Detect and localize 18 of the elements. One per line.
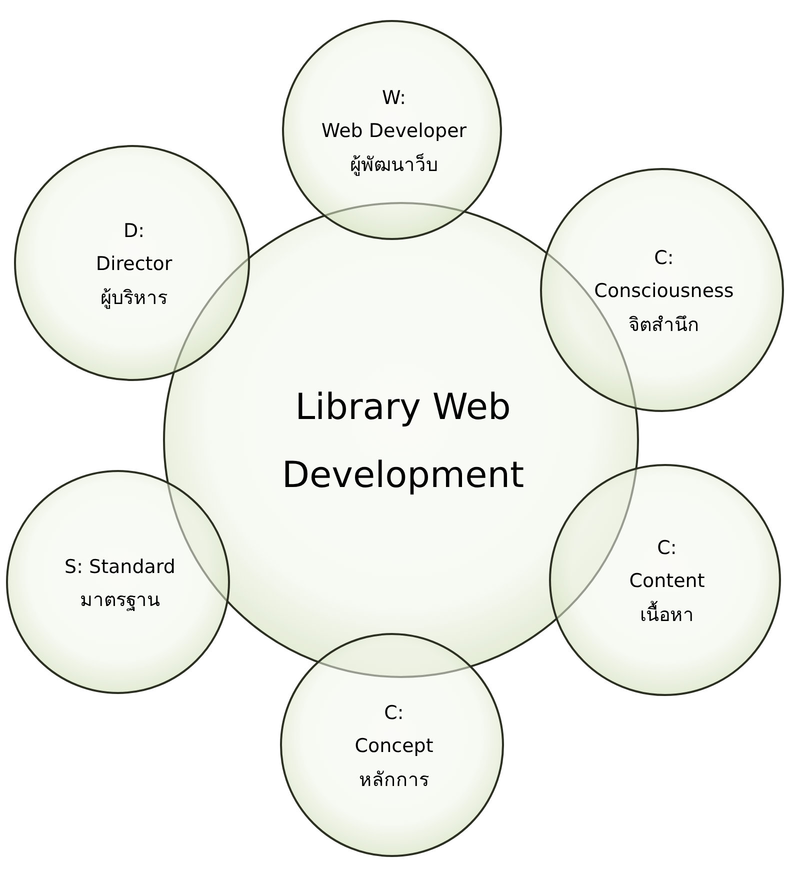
node-label: C: (657, 536, 677, 562)
node-label: หลักการ (359, 768, 429, 793)
node-label: W: (382, 86, 406, 112)
node-label: Concept (354, 734, 434, 760)
node-label: Library Web Development (280, 386, 526, 498)
node-label: มาตรฐาน (80, 588, 160, 613)
node-label: Content (629, 569, 705, 594)
node-label: Director (96, 252, 172, 278)
node-label: C: (384, 701, 404, 726)
node-label: เนื้อหา (640, 598, 694, 632)
node-label: ผู้พัฒนาว็บ (350, 152, 438, 178)
node-label: ผู้บริหาร (100, 286, 168, 311)
node-label: C: (654, 246, 674, 272)
node-label: S: Standard (64, 554, 176, 580)
node-label: Web Developer (321, 119, 467, 144)
node-label: D: (123, 219, 145, 244)
node-label: จิตสำนึก (628, 312, 700, 338)
node-label: Consciousness (594, 279, 734, 304)
